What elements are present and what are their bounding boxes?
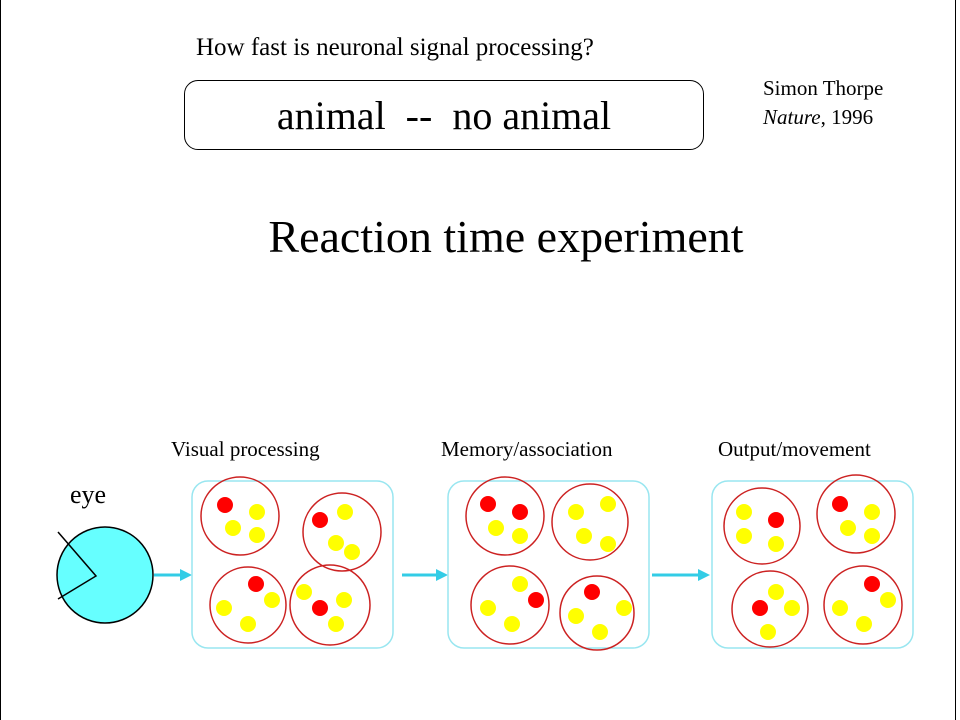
citation-author: Simon Thorpe	[763, 76, 884, 100]
stage-label-memory: Memory/association	[441, 437, 613, 461]
idle-neuron	[864, 528, 880, 544]
neuron-cluster	[723, 487, 801, 565]
idle-neuron	[568, 608, 584, 624]
idle-neuron	[616, 600, 632, 616]
idle-neuron	[864, 504, 880, 520]
citation-journal: Nature	[763, 105, 821, 129]
active-neuron	[584, 584, 600, 600]
idle-neuron	[600, 496, 616, 512]
stage-box-visual	[191, 476, 394, 649]
eye-label: eye	[70, 480, 107, 509]
neuron-cluster	[816, 474, 896, 554]
neuron-cluster	[200, 476, 280, 556]
citation-source: Nature, 1996	[763, 103, 883, 132]
neuron-cluster	[302, 492, 382, 572]
idle-neuron	[344, 544, 360, 560]
arrow-visual-to-memory	[402, 569, 448, 581]
slide-left-border	[0, 0, 1, 720]
slide-title: Reaction time experiment	[268, 211, 744, 262]
idle-neuron	[768, 584, 784, 600]
idle-neuron	[600, 536, 616, 552]
active-neuron	[768, 512, 784, 528]
neuron-cluster	[470, 565, 550, 645]
active-neuron	[864, 576, 880, 592]
idle-neuron	[216, 600, 232, 616]
idle-neuron	[337, 504, 353, 520]
question-text: How fast is neuronal signal processing?	[196, 34, 594, 61]
neuron-cluster	[209, 566, 287, 644]
active-neuron	[528, 592, 544, 608]
idle-neuron	[880, 592, 896, 608]
idle-neuron	[512, 528, 528, 544]
stage-label-visual: Visual processing	[171, 437, 320, 461]
task-text: animal -- no animal	[276, 92, 612, 138]
idle-neuron	[225, 520, 241, 536]
citation-year: , 1996	[820, 105, 874, 129]
stage-label-output: Output/movement	[718, 437, 871, 461]
citation: Simon Thorpe Nature, 1996	[763, 74, 883, 132]
idle-neuron	[480, 600, 496, 616]
idle-neuron	[568, 504, 584, 520]
idle-neuron	[768, 536, 784, 552]
idle-neuron	[296, 584, 312, 600]
task-box: animal -- no animal	[184, 80, 704, 150]
idle-neuron	[249, 527, 265, 543]
idle-neuron	[840, 520, 856, 536]
neuron-cluster	[559, 575, 635, 651]
active-neuron	[480, 496, 496, 512]
active-neuron	[248, 576, 264, 592]
stage-box-output	[711, 474, 914, 649]
idle-neuron	[784, 600, 800, 616]
idle-neuron	[736, 528, 752, 544]
idle-neuron	[328, 616, 344, 632]
active-neuron	[312, 512, 328, 528]
idle-neuron	[504, 616, 520, 632]
arrow-eye-to-visual	[154, 569, 192, 581]
active-neuron	[512, 504, 528, 520]
neuron-cluster	[465, 476, 545, 556]
idle-neuron	[336, 592, 352, 608]
idle-neuron	[760, 624, 776, 640]
neuron-cluster	[551, 483, 629, 561]
idle-neuron	[488, 520, 504, 536]
idle-neuron	[240, 616, 256, 632]
idle-neuron	[856, 616, 872, 632]
idle-neuron	[264, 592, 280, 608]
slide-right-border	[955, 0, 956, 720]
neuron-cluster	[731, 570, 809, 648]
idle-neuron	[576, 528, 592, 544]
idle-neuron	[736, 504, 752, 520]
neuron-cluster	[289, 564, 371, 646]
neuron-cluster	[823, 565, 903, 645]
active-neuron	[832, 496, 848, 512]
idle-neuron	[592, 624, 608, 640]
active-neuron	[217, 497, 233, 513]
idle-neuron	[328, 535, 344, 551]
arrow-memory-to-output	[652, 569, 710, 581]
idle-neuron	[512, 576, 528, 592]
eye-icon	[56, 526, 154, 624]
idle-neuron	[832, 600, 848, 616]
active-neuron	[752, 600, 768, 616]
active-neuron	[312, 600, 328, 616]
stage-box-memory	[447, 476, 650, 651]
idle-neuron	[249, 504, 265, 520]
